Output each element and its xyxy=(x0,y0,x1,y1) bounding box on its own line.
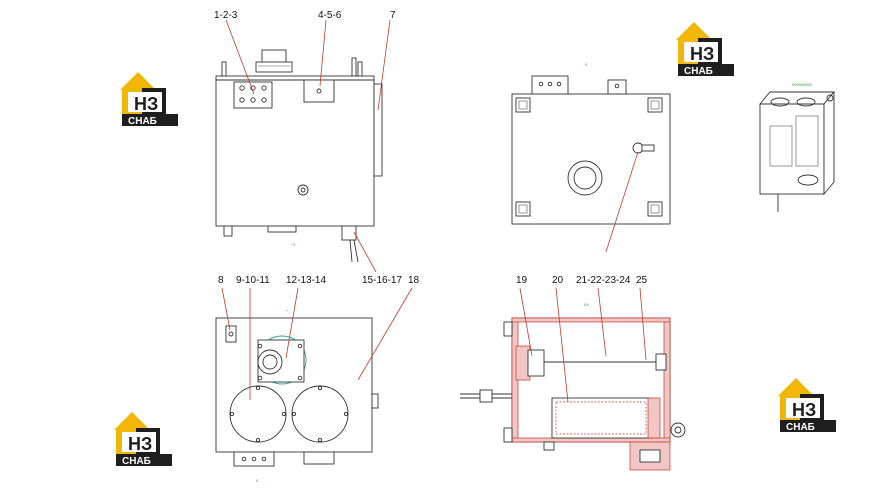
leader-21-24-top xyxy=(605,151,639,253)
logo-left-bottom: НЗ СНАБ xyxy=(114,412,172,467)
callout-labels: 1-2-3 4-5-6 7 15-16-17 18 8 9-10-11 12-1… xyxy=(214,10,648,286)
svg-text:0: 0 xyxy=(256,478,259,483)
logo-word: СНАБ xyxy=(128,116,157,127)
callout-15-16-17: 15-16-17 xyxy=(362,275,402,286)
svg-text:0A: 0A xyxy=(584,302,589,307)
leaders-top-left xyxy=(225,19,391,273)
callout-4-5-6: 4-5-6 xyxy=(318,10,342,21)
callout-8: 8 xyxy=(218,275,224,286)
svg-text:↑ 0: ↑ 0 xyxy=(290,242,296,247)
callout-19: 19 xyxy=(516,275,528,286)
logo-right-bottom: НЗ СНАБ xyxy=(778,378,836,433)
callout-1-2-3: 1-2-3 xyxy=(214,10,238,21)
callout-7: 7 xyxy=(390,10,396,21)
logo-word: СНАБ xyxy=(684,66,713,77)
leaders-bottom-left xyxy=(221,287,413,400)
callout-25: 25 xyxy=(636,275,648,286)
callout-20: 20 xyxy=(552,275,564,286)
view-bottom-left: ⌐ 0 xyxy=(215,308,379,483)
logo-letters: НЗ xyxy=(128,434,152,454)
view-top-right: 0 xyxy=(511,62,671,225)
svg-text:⌐: ⌐ xyxy=(286,308,289,313)
callout-12-13-14: 12-13-14 xyxy=(286,275,326,286)
logo-letters: НЗ xyxy=(134,94,158,114)
logo-left-top: НЗ СНАБ xyxy=(120,72,178,127)
callout-21-22-23-24: 21-22-23-24 xyxy=(576,275,631,286)
callout-9-10-11: 9-10-11 xyxy=(236,275,270,286)
logo-letters: НЗ xyxy=(792,400,816,420)
view-top-left: ↑ 0 xyxy=(215,49,383,263)
view-isometric: 000000000 xyxy=(759,82,835,212)
svg-text:000000000: 000000000 xyxy=(792,82,813,87)
logo-word: СНАБ xyxy=(786,422,815,433)
logo-right-top: НЗ СНАБ xyxy=(676,22,734,77)
leaders-section xyxy=(519,287,647,403)
svg-text:0: 0 xyxy=(585,62,588,67)
logo-word: СНАБ xyxy=(122,456,151,467)
callout-18: 18 xyxy=(408,275,420,286)
view-section: 0A xyxy=(460,302,686,471)
logo-letters: НЗ xyxy=(690,44,714,64)
